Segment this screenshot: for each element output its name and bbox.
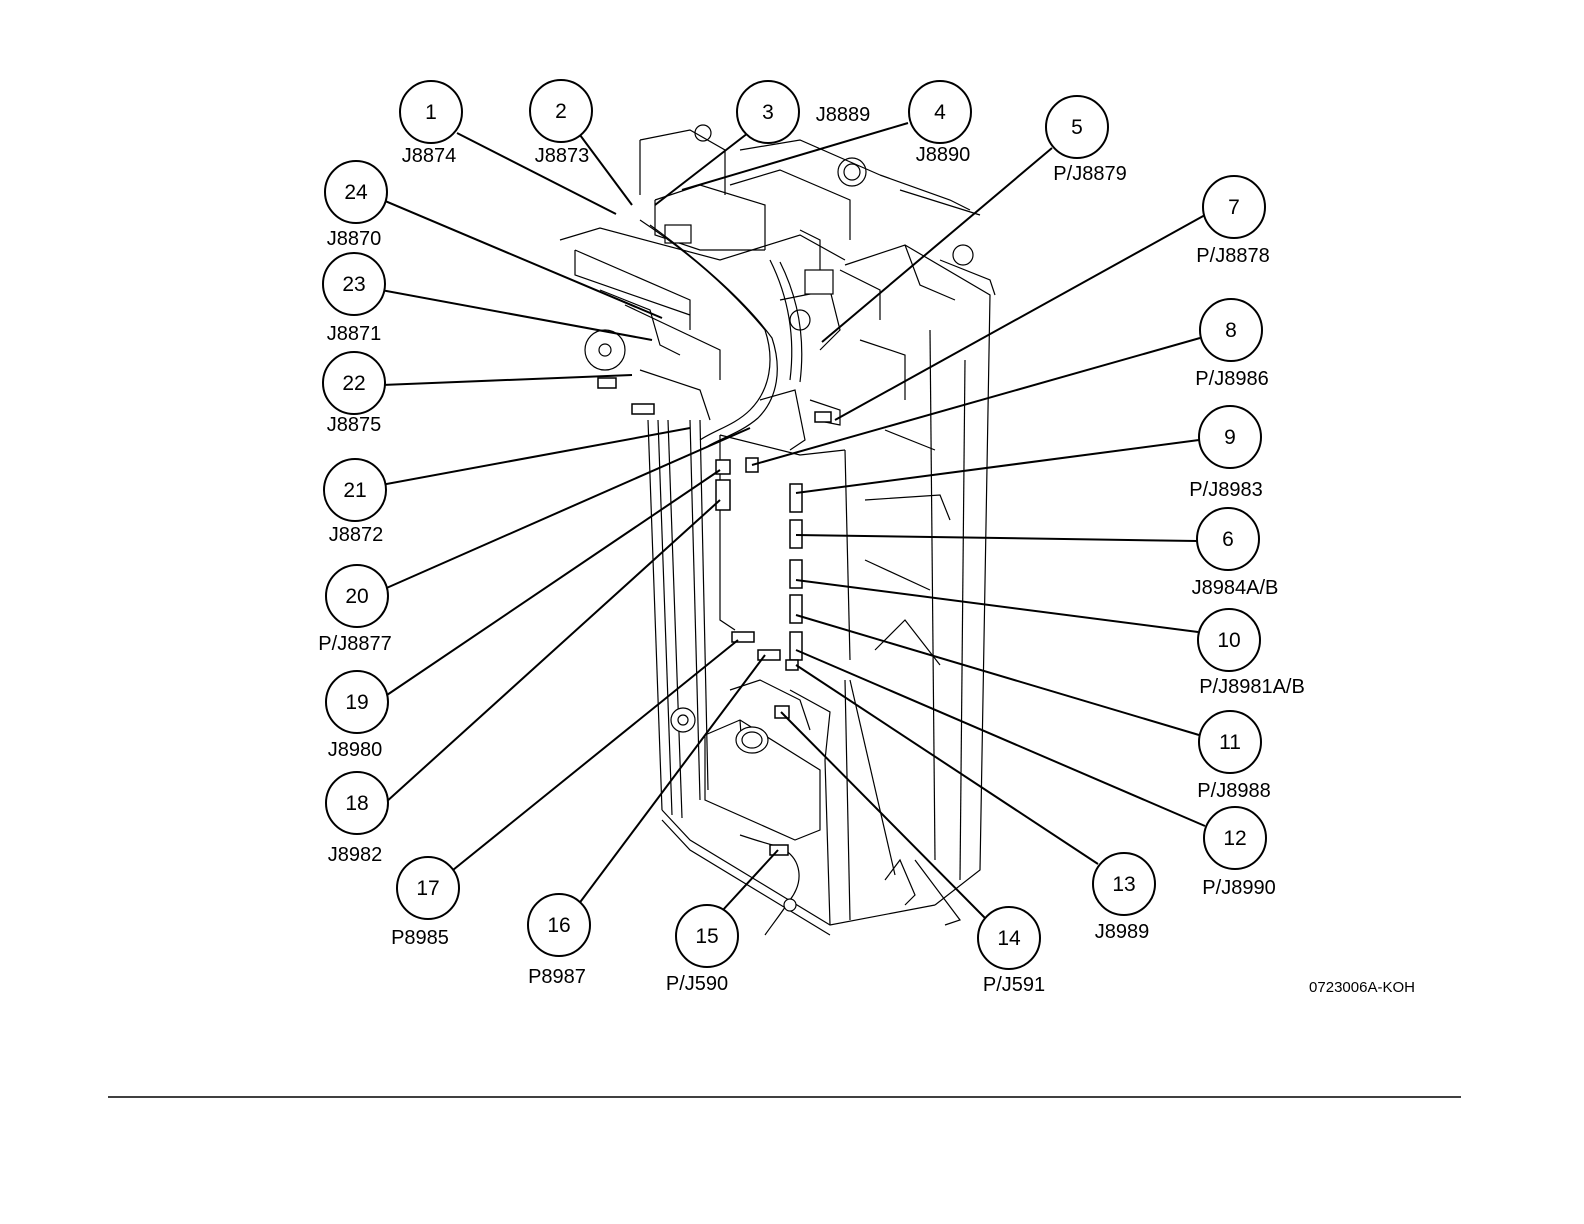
connector-label: J8871 (327, 323, 382, 345)
connector-label: P/J590 (666, 973, 728, 995)
callout-number: 23 (342, 273, 365, 296)
connector-label: P/J8878 (1196, 245, 1269, 267)
callout-number: 22 (342, 372, 365, 395)
callout-21: 21 J8872 (324, 459, 386, 546)
callout-number: 15 (695, 925, 718, 948)
callout-number: 9 (1224, 426, 1236, 449)
callout-number: 10 (1217, 629, 1240, 652)
callout-11: 11 P/J8988 (1197, 711, 1270, 802)
callout-number: 20 (345, 585, 368, 608)
callout-5: 5 P/J8879 (1046, 96, 1127, 185)
callout-number: 5 (1071, 116, 1083, 139)
callout-number: 4 (934, 101, 946, 124)
callout-8: 8 P/J8986 (1195, 299, 1268, 390)
callout-12: 12 P/J8990 (1202, 807, 1275, 899)
callout-number: 13 (1112, 873, 1135, 896)
callout-6: 6 J8984A/B (1192, 508, 1279, 599)
callout-4: 4 J8890 (909, 81, 971, 166)
callout-18: 18 J8982 (326, 772, 388, 866)
connector-label: J8874 (402, 145, 457, 167)
callout-number: 3 (762, 101, 774, 124)
callout-1: 1 J8874 (400, 81, 462, 167)
connector-label: P/J8877 (318, 633, 391, 655)
callout-3: 3 J8889 (737, 81, 870, 143)
callout-number: 11 (1219, 731, 1241, 754)
callout-14: 14 P/J591 (978, 907, 1045, 996)
callout-20: 20 P/J8877 (318, 565, 391, 655)
connector-label: P/J8990 (1202, 877, 1275, 899)
connector-label: J8890 (916, 144, 971, 166)
connector-label: P/J8988 (1197, 780, 1270, 802)
callout-number: 18 (345, 792, 368, 815)
callout-number: 14 (997, 927, 1021, 950)
callout-10: 10 P/J8981A/B (1198, 609, 1305, 698)
callout-19: 19 J8980 (326, 671, 388, 761)
callout-number: 16 (547, 914, 570, 937)
callout-number: 21 (343, 479, 366, 502)
callout-24: 24 J8870 (325, 161, 387, 250)
callout-16: 16 P8987 (528, 894, 590, 988)
connector-label: P8987 (528, 966, 586, 988)
connector-label: P8985 (391, 927, 449, 949)
callout-number: 19 (345, 691, 368, 714)
connector-label: P/J8983 (1189, 479, 1262, 501)
connector-label: J8989 (1095, 921, 1150, 943)
connector-label: J8980 (328, 739, 383, 761)
connector-label: J8870 (327, 228, 382, 250)
connector-label: P/J591 (983, 974, 1045, 996)
connector-label: P/J8879 (1053, 163, 1126, 185)
callout-number: 8 (1225, 319, 1237, 342)
callout-17: 17 P8985 (391, 857, 459, 949)
callout-23: 23 J8871 (323, 253, 385, 345)
connector-label: J8984A/B (1192, 577, 1279, 599)
callout-number: 12 (1223, 827, 1246, 850)
callout-number: 2 (555, 100, 567, 123)
callout-7: 7 P/J8878 (1196, 176, 1269, 267)
connector-label: P/J8981A/B (1199, 676, 1305, 698)
callout-15: 15 P/J590 (666, 905, 738, 995)
callout-number: 7 (1228, 196, 1240, 219)
callout-number: 6 (1222, 528, 1234, 551)
connector-label: J8872 (329, 524, 384, 546)
connector-label: J8875 (327, 414, 382, 436)
callout-number: 17 (416, 877, 439, 900)
connector-label: J8873 (535, 145, 590, 167)
connector-label: P/J8986 (1195, 368, 1268, 390)
figure-id: 0723006A-KOH (1309, 979, 1415, 996)
connector-label: J8889 (816, 104, 871, 126)
connector-label: J8982 (328, 844, 383, 866)
callout-number: 24 (344, 181, 368, 204)
machine-line-drawing (560, 125, 995, 935)
callout-9: 9 P/J8983 (1189, 406, 1262, 501)
callout-2: 2 J8873 (530, 80, 592, 167)
callout-22: 22 J8875 (323, 352, 385, 436)
callout-13: 13 J8989 (1093, 853, 1155, 943)
callout-number: 1 (425, 101, 437, 124)
